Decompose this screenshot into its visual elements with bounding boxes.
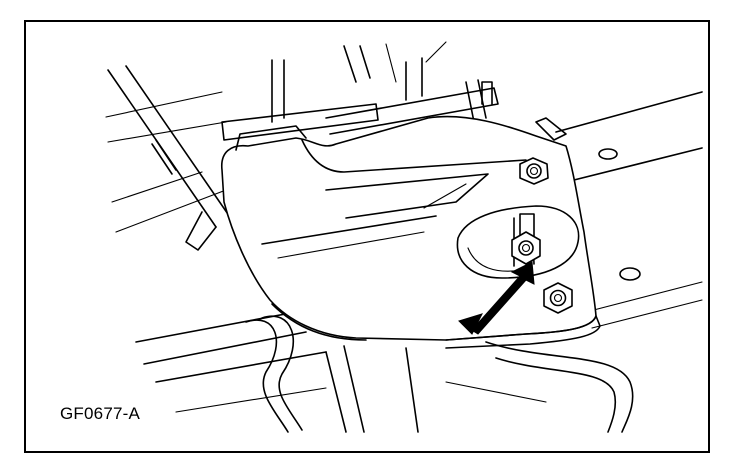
callout-arrow <box>458 261 535 335</box>
lower-bolt <box>543 282 573 314</box>
bracket-illustration <box>105 41 703 433</box>
lower-pipes <box>135 311 634 433</box>
figure-frame: GF0677-A <box>24 20 710 453</box>
center-bolt <box>511 213 541 265</box>
mount-bracket <box>221 115 601 349</box>
frame-rail-left <box>105 65 233 251</box>
figure-id-label: GF0677-A <box>60 404 141 423</box>
frame-rail-right <box>535 91 703 329</box>
upper-tubes <box>221 41 499 141</box>
upper-bolt <box>519 157 549 185</box>
